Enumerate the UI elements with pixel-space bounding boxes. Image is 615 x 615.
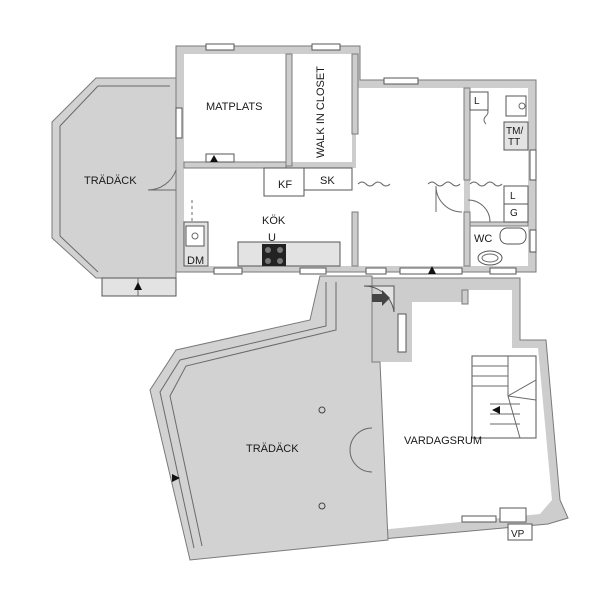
stairs-arrow-icon xyxy=(492,406,500,414)
upper-openings xyxy=(147,43,537,275)
kok-label: KÖK xyxy=(262,215,286,227)
u-label: U xyxy=(268,232,276,244)
matplats-label: MATPLATS xyxy=(206,101,262,113)
l-mid-label: L xyxy=(510,191,516,202)
tm-tt-label-1: TM/ xyxy=(506,126,523,137)
tradack-large-label: TRÄDÄCK xyxy=(246,443,299,455)
wc-label: WC xyxy=(474,233,492,245)
entry-arrow-icon xyxy=(428,266,436,274)
small-deck: TRÄDÄCK xyxy=(51,77,177,297)
entry-door-arrow-icon xyxy=(372,290,390,306)
kf-label: KF xyxy=(278,179,292,191)
dm-label: DM xyxy=(187,255,204,267)
sk-label: SK xyxy=(320,175,335,187)
vp-label: VP xyxy=(511,529,525,540)
vardagsrum-label: VARDAGSRUM xyxy=(404,435,482,447)
large-deck: TRÄDÄCK xyxy=(149,275,395,561)
tm-tt-label-2: TT xyxy=(508,137,520,148)
upper-walls xyxy=(175,45,537,273)
tradack-small-label: TRÄDÄCK xyxy=(84,175,137,187)
g-label: G xyxy=(510,208,518,219)
matplats-arrow-icon xyxy=(210,155,218,162)
lower-walls: VP xyxy=(371,277,569,541)
deck-entry-arrow-icon xyxy=(134,282,142,290)
deck-side-arrow-icon xyxy=(172,474,180,482)
bathroom-fixtures xyxy=(469,91,529,266)
walk-in-closet-label: WALK IN CLOSET xyxy=(315,66,327,158)
kitchen-fixtures xyxy=(183,167,353,267)
stairs xyxy=(471,355,537,439)
l-top-label: L xyxy=(474,96,480,107)
